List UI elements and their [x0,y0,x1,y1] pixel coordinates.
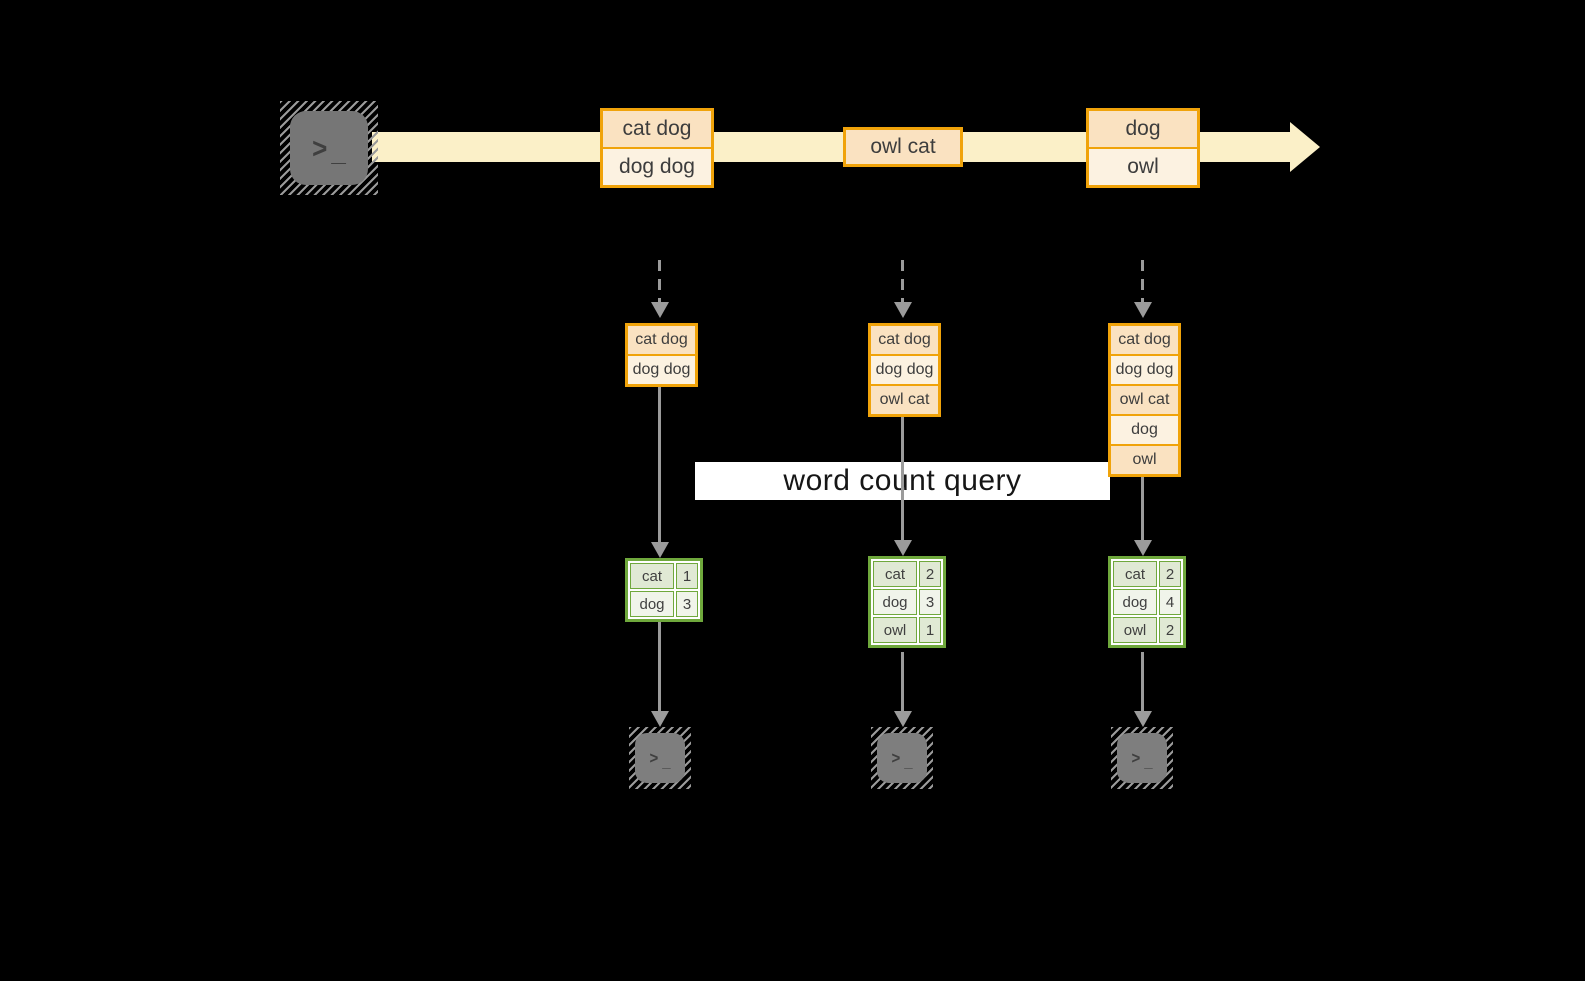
state-line: owl cat [1111,386,1178,414]
arrow-line [901,417,904,542]
arrow-line [901,652,904,712]
count-cell: 4 [1159,589,1181,615]
state-box-1: cat dog dog dog [625,323,698,387]
state-line: owl cat [871,386,938,414]
arrow-line [1141,652,1144,712]
table-row: dog 4 [1113,589,1181,615]
table-row: cat 1 [630,563,698,589]
state-line: dog dog [628,356,695,384]
state-box-2: cat dog dog dog owl cat [868,323,941,417]
table-row: dog 3 [630,591,698,617]
state-line: dog [1111,416,1178,444]
prompt-icon: > [1131,748,1141,768]
word-cell: cat [873,561,917,587]
dashed-arrow-line [658,260,661,302]
terminal-sink-icon: > _ [1111,727,1173,789]
count-table-2: cat 2 dog 3 owl 1 [868,556,946,648]
count-table-3: cat 2 dog 4 owl 2 [1108,556,1186,648]
terminal-glyph: > _ [877,733,927,783]
stream-batch-3: dog owl [1086,108,1200,188]
dashed-arrow-line [901,260,904,302]
state-line: dog dog [871,356,938,384]
batch-line: cat dog [603,111,711,147]
dashed-arrow-head-icon [1134,302,1152,318]
batch-line: dog dog [603,149,711,185]
terminal-glyph: > _ [635,733,685,783]
count-cell: 1 [676,563,698,589]
state-line: owl [1111,446,1178,474]
state-line: cat dog [628,326,695,354]
count-cell: 3 [919,589,941,615]
count-cell: 2 [1159,561,1181,587]
table-row: owl 1 [873,617,941,643]
prompt-icon: > [649,748,659,768]
batch-line: owl cat [846,130,960,164]
cursor-icon: _ [904,753,913,771]
table-row: cat 2 [873,561,941,587]
arrow-head-icon [894,711,912,727]
word-cell: dog [1113,589,1157,615]
arrow-head-icon [651,542,669,558]
count-cell: 3 [676,591,698,617]
batch-line: dog [1089,111,1197,147]
terminal-source-icon: > _ [280,101,378,195]
batch-line: owl [1089,149,1197,185]
word-cell: cat [630,563,674,589]
word-cell: dog [630,591,674,617]
terminal-sink-icon: > _ [871,727,933,789]
table-row: cat 2 [1113,561,1181,587]
table-row: owl 2 [1113,617,1181,643]
state-line: dog dog [1111,356,1178,384]
word-cell: dog [873,589,917,615]
terminal-sink-icon: > _ [629,727,691,789]
state-line: cat dog [1111,326,1178,354]
count-cell: 2 [1159,617,1181,643]
cursor-icon: _ [1144,753,1153,771]
state-line: cat dog [871,326,938,354]
dashed-arrow-line [1141,260,1144,302]
terminal-glyph: > _ [1117,733,1167,783]
dashed-arrow-head-icon [651,302,669,318]
arrow-head-icon [651,711,669,727]
prompt-icon: > [891,748,901,768]
arrow-line [658,387,661,544]
stream-batch-1: cat dog dog dog [600,108,714,188]
count-cell: 2 [919,561,941,587]
arrow-line [1141,477,1144,542]
word-cell: cat [1113,561,1157,587]
arrow-line [658,622,661,712]
arrow-head-icon [894,540,912,556]
cursor-icon: _ [662,753,671,771]
state-box-3: cat dog dog dog owl cat dog owl [1108,323,1181,477]
word-cell: owl [873,617,917,643]
cursor-icon: _ [331,136,346,167]
table-row: dog 3 [873,589,941,615]
arrow-head-icon [1134,540,1152,556]
count-table-1: cat 1 dog 3 [625,558,703,622]
stream-timeline-arrowhead-icon [1290,122,1320,172]
prompt-icon: > [312,130,328,164]
dashed-arrow-head-icon [894,302,912,318]
arrow-head-icon [1134,711,1152,727]
word-cell: owl [1113,617,1157,643]
stream-batch-2: owl cat [843,127,963,167]
terminal-glyph: > _ [290,111,368,185]
count-cell: 1 [919,617,941,643]
